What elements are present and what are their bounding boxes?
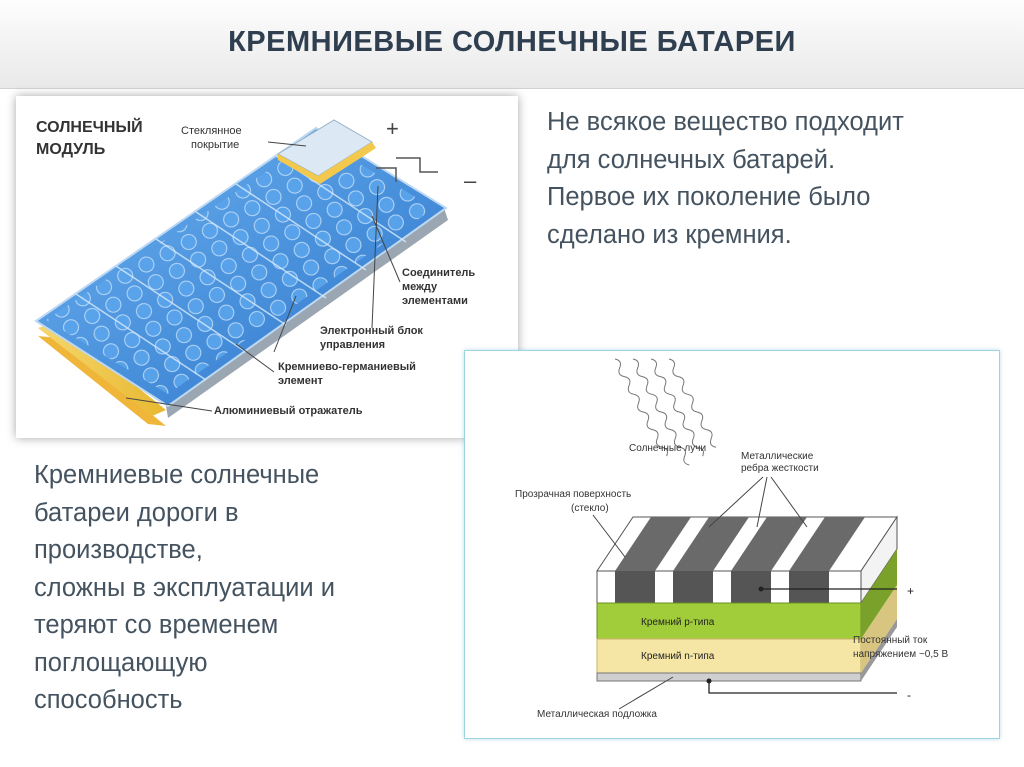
intro-line: Не всякое вещество подходит — [547, 108, 904, 136]
n-type-layer — [596, 638, 862, 674]
module-side — [166, 208, 448, 418]
glass-label-line1: Прозрачная поверхность — [515, 489, 631, 500]
substrate-pointer — [618, 676, 674, 710]
minus-contact — [706, 678, 712, 684]
glass-pointer — [267, 141, 307, 147]
drawbacks-line: батареи дороги в — [34, 498, 239, 527]
glass-label-line2: покрытие — [191, 139, 239, 151]
current-label-line1: Постоянный ток — [853, 635, 928, 646]
p-type-side — [861, 549, 897, 639]
module-title-line2: МОДУЛЬ — [36, 141, 105, 158]
n-type-label: Кремний n-типа — [641, 651, 715, 662]
ribs-label-line2: ребра жесткости — [741, 462, 819, 474]
plus-contact — [758, 586, 764, 592]
module-title-line1: СОЛНЕЧНЫЙ — [36, 117, 143, 136]
control-label-line2: управления — [320, 339, 385, 351]
solar-module-illustration: СОЛНЕЧНЫЙ МОДУЛЬ Стеклянное покрытие + –… — [34, 116, 477, 426]
glass-label-line2: (стекло) — [571, 503, 609, 514]
slide-title: КРЕМНИЕВЫЕ СОЛНЕЧНЫЕ БАТАРЕИ — [228, 26, 796, 58]
element-label-line2: элемент — [278, 375, 324, 387]
sun-rays-label: Солнечные лучи — [629, 443, 706, 454]
intro-line: Первое их поколение было — [547, 183, 871, 211]
minus-wire — [708, 681, 897, 694]
terminal-symbol — [376, 157, 438, 182]
drawbacks-line: сложны в эксплуатации и — [34, 573, 335, 602]
p-type-layer — [596, 602, 862, 640]
drawbacks-paragraph: Кремниевые солнечные батареи дороги в пр… — [34, 457, 335, 720]
title-bar: КРЕМНИЕВЫЕ СОЛНЕЧНЫЕ БАТАРЕИ — [0, 0, 1024, 89]
metal-substrate — [596, 672, 862, 682]
ribs-pointers — [708, 476, 808, 528]
module-minus-sign: – — [464, 168, 477, 193]
element-label-line1: Кремниево-германиевый — [278, 361, 416, 373]
current-label-line2: напряжением ~0,5 В — [853, 649, 948, 660]
intro-line: для солнечных батарей. — [547, 145, 836, 174]
module-reflector-base — [38, 336, 166, 426]
n-type-side — [861, 585, 897, 673]
glass-label-line1: Стеклянное — [181, 125, 242, 137]
p-type-label: Кремний p-типа — [641, 617, 715, 628]
substrate-side — [861, 619, 897, 681]
pn-junction-figure: Солнечные лучи Металлические ребра жестк… — [464, 350, 1000, 739]
connector-label-line1: Соединитель — [402, 267, 475, 279]
connector-label-line2: между — [402, 281, 438, 293]
intro-paragraph: Не всякое вещество подходит для солнечны… — [547, 104, 904, 254]
metal-ribs — [615, 517, 865, 603]
drawbacks-line: теряют со временем — [34, 611, 279, 639]
connector-label-line3: элементами — [402, 295, 468, 307]
drawbacks-line: поглощающую — [34, 648, 208, 677]
junction-minus-sign: - — [907, 688, 911, 702]
junction-plus-sign: + — [907, 584, 914, 598]
module-cell-grid — [46, 138, 434, 394]
sun-ray-waves — [614, 358, 717, 466]
intro-line: сделано из кремния. — [547, 220, 792, 249]
reflector-label: Алюминиевый отражатель — [214, 405, 363, 417]
drawbacks-line: производстве, — [34, 536, 203, 564]
solar-module-figure: СОЛНЕЧНЫЙ МОДУЛЬ Стеклянное покрытие + –… — [16, 96, 518, 438]
glass-pointer — [592, 514, 626, 558]
drawbacks-line: способность — [34, 686, 183, 714]
module-frame-edge — [38, 322, 166, 416]
ribs-label-line1: Металлические — [741, 451, 814, 462]
control-label-line1: Электронный блок — [320, 325, 423, 337]
module-pointers — [125, 185, 401, 412]
drawbacks-line: Кремниевые солнечные — [34, 461, 320, 489]
pn-junction-illustration: Солнечные лучи Металлические ребра жестк… — [515, 358, 948, 720]
substrate-label: Металлическая подложка — [537, 709, 657, 720]
glass-cover-gold — [278, 142, 376, 184]
module-plus-sign: + — [386, 116, 399, 141]
